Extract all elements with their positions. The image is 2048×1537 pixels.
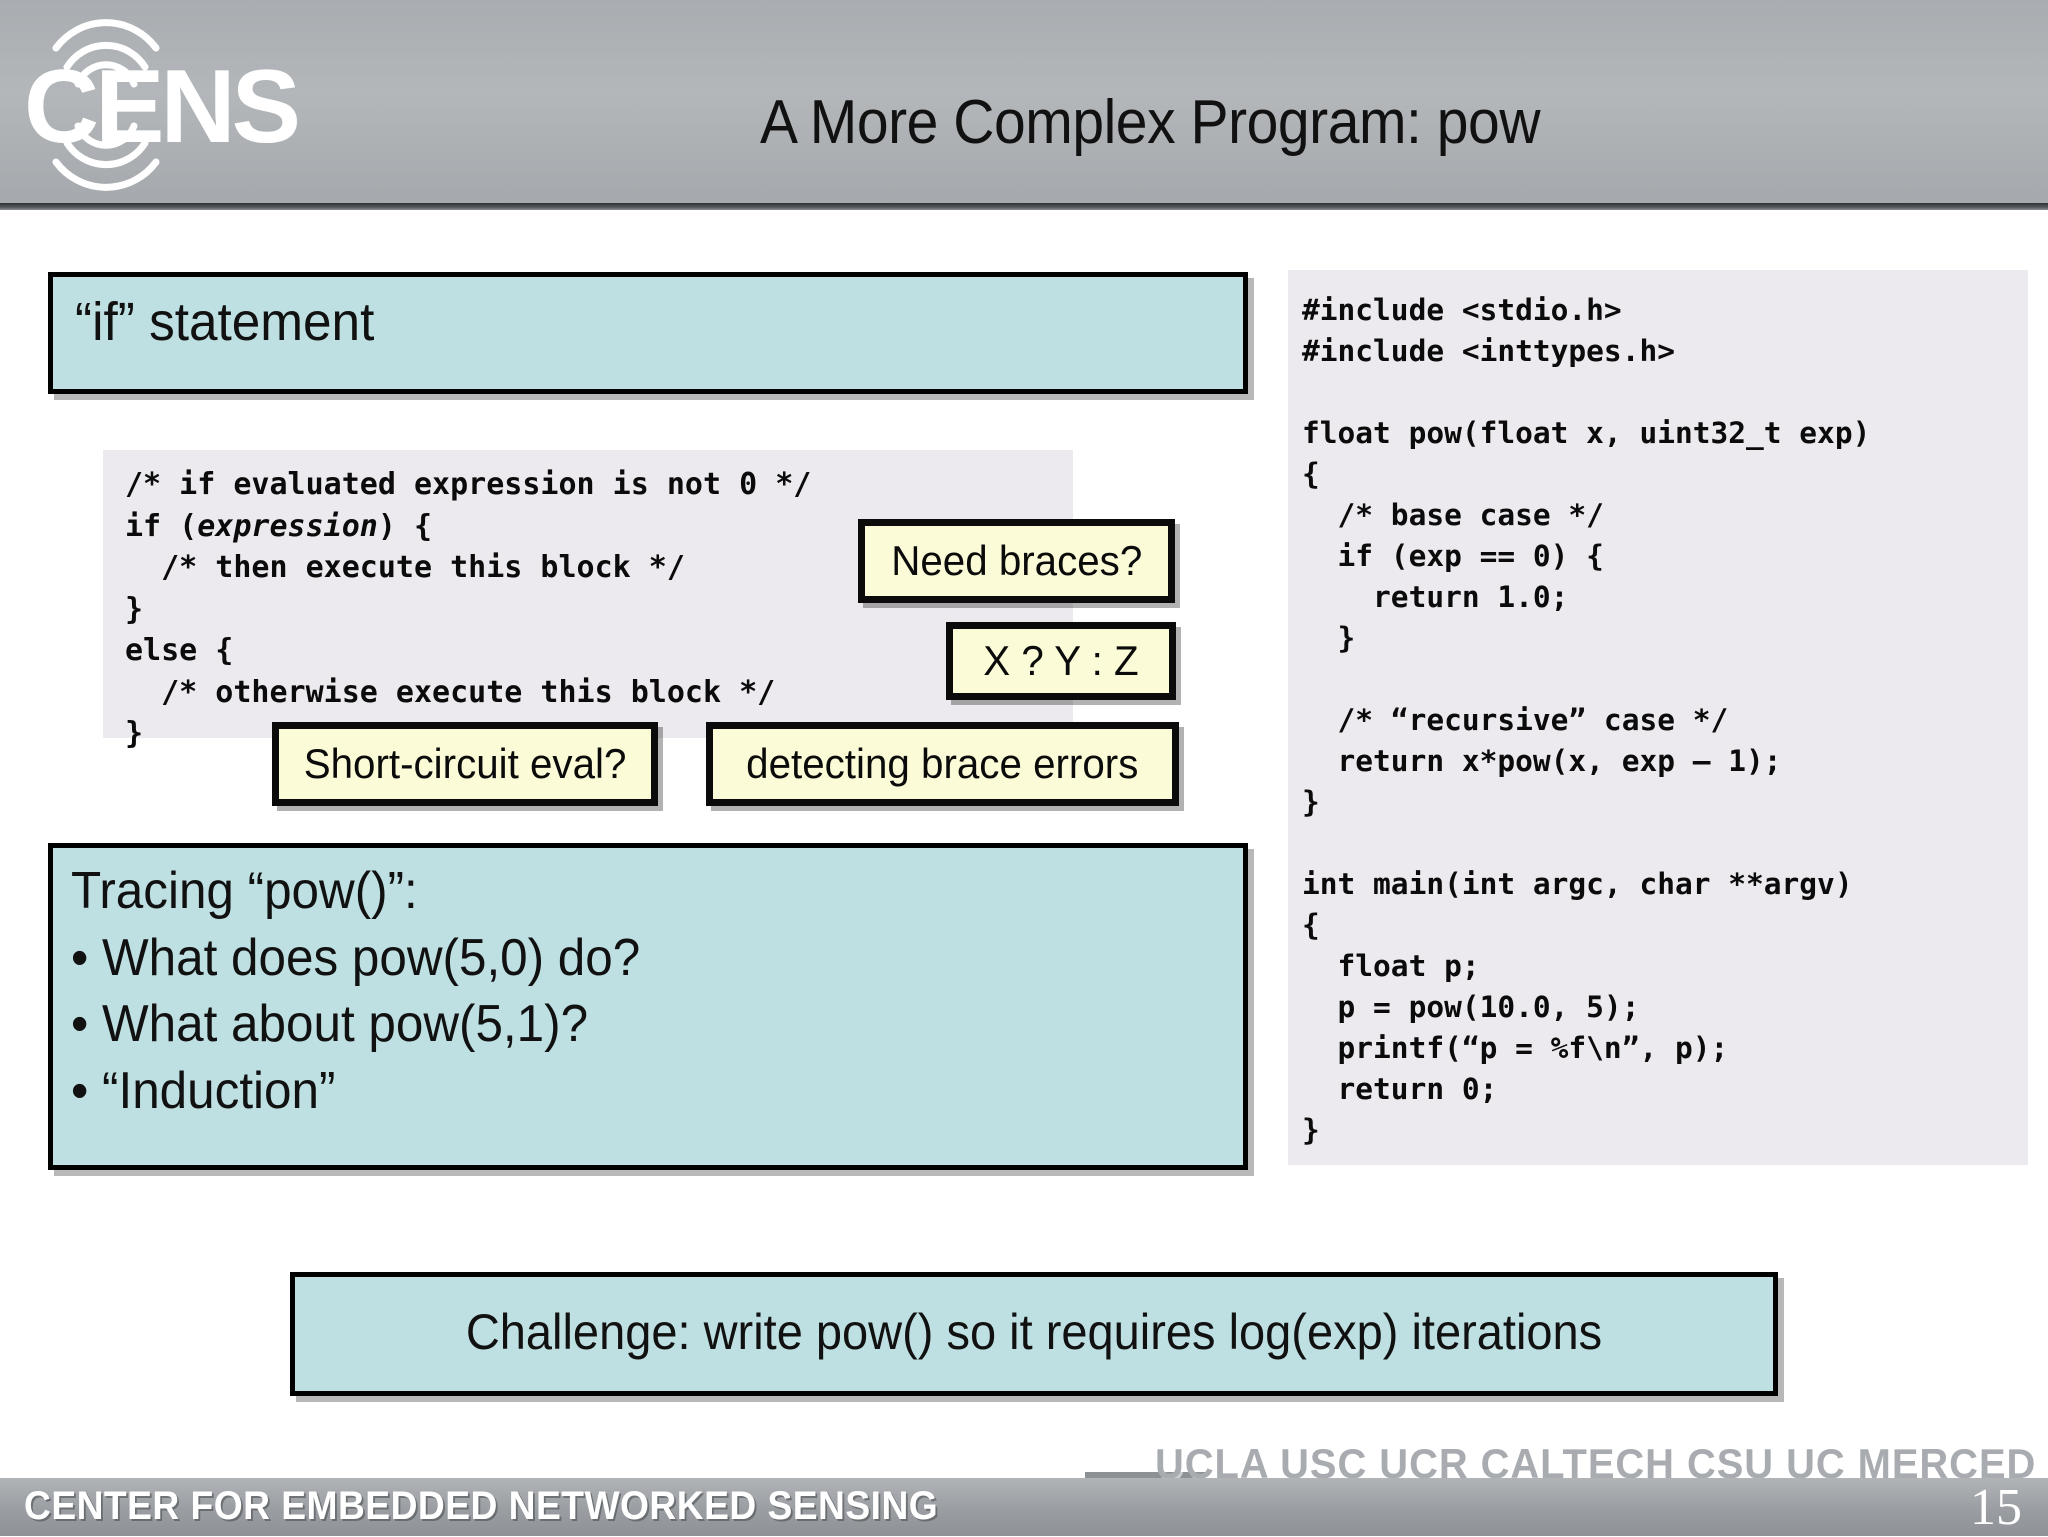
slide-header xyxy=(0,0,2048,206)
challenge-box: Challenge: write pow() so it requires lo… xyxy=(290,1272,1778,1396)
if-statement-label: “if” statement xyxy=(75,292,375,352)
code-line: } xyxy=(125,591,144,627)
callout-ternary-operator: X ? Y : Z xyxy=(946,622,1176,700)
if-statement-heading-box: “if” statement xyxy=(48,272,1248,394)
footer-divider-line xyxy=(1085,1472,1205,1479)
tracing-pow-box: Tracing “pow()”: • What does pow(5,0) do… xyxy=(48,843,1248,1170)
tracing-bullet: • What about pow(5,1)? xyxy=(71,995,589,1054)
callout-label: Need braces? xyxy=(890,537,1143,584)
challenge-label: Challenge: write pow() so it requires lo… xyxy=(465,1304,1603,1360)
page-title: A More Complex Program: pow xyxy=(759,88,1541,157)
callout-need-braces: Need braces? xyxy=(858,519,1175,603)
callout-short-circuit-eval: Short-circuit eval? xyxy=(272,722,658,806)
tracing-title: Tracing “pow()”: xyxy=(71,862,418,920)
footer-organization-name: CENTER FOR EMBEDDED NETWORKED SENSING xyxy=(24,1484,939,1528)
tracing-bullet: • What does pow(5,0) do? xyxy=(71,928,641,987)
pow-program-code-block: #include <stdio.h> #include <inttypes.h>… xyxy=(1288,270,2028,1165)
cens-logo: CENS xyxy=(18,10,318,196)
code-line: } xyxy=(125,716,144,751)
code-line: /* if evaluated expression is not 0 */ xyxy=(125,467,812,502)
callout-label: Short-circuit eval? xyxy=(303,740,627,787)
callout-label: X ? Y : Z xyxy=(983,637,1139,684)
code-line: /* otherwise execute this block */ xyxy=(125,674,776,710)
callout-label: detecting brace errors xyxy=(746,740,1139,787)
code-line: else { xyxy=(125,633,234,668)
tracing-bullet: • “Induction” xyxy=(71,1061,336,1120)
slide-footer xyxy=(0,1478,2048,1536)
code-italic-token: expression xyxy=(197,508,378,544)
code-line: /* then execute this block */ xyxy=(125,550,685,585)
header-divider-rule xyxy=(0,203,2048,210)
callout-detecting-brace-errors: detecting brace errors xyxy=(706,722,1179,806)
page-number: 15 xyxy=(1970,1479,2022,1536)
svg-text:CENS: CENS xyxy=(24,49,298,165)
